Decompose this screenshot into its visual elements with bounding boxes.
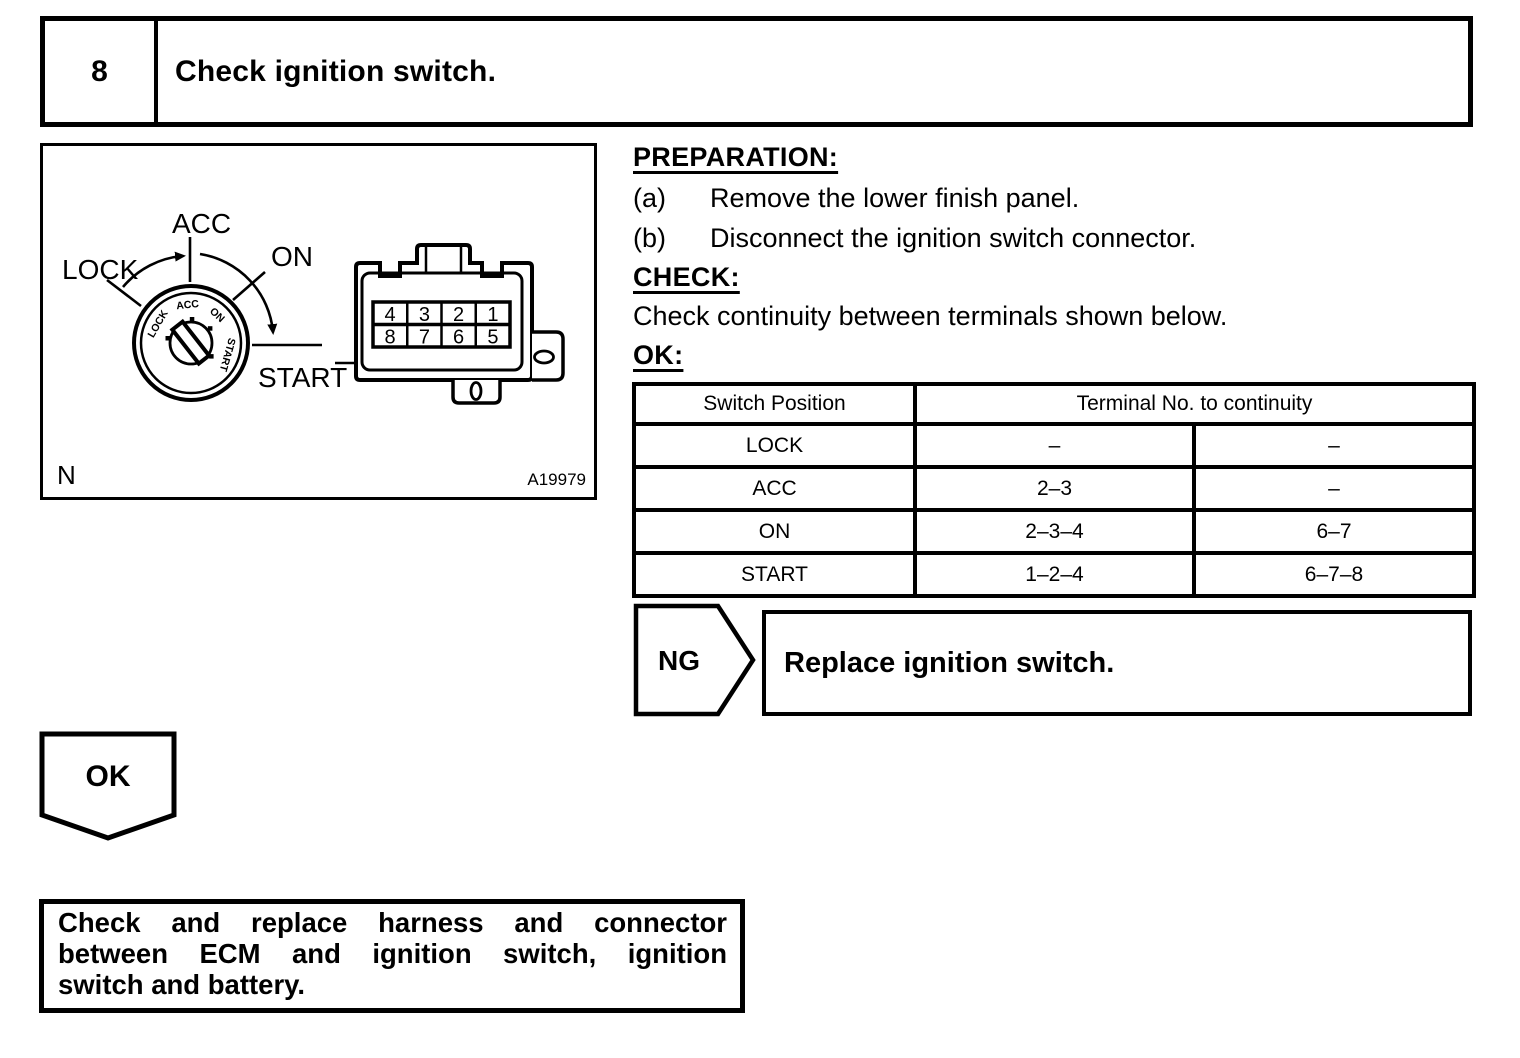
cell-terminals-a: 2–3–4 [913,508,1196,555]
keyhole-slot [169,318,212,367]
ng-arrow: NG [633,603,756,717]
callout-acc: ACC [172,208,231,239]
ng-action-box: Replace ignition switch. [762,610,1472,716]
ignition-switch-diagram: LOCK ACC ON START LOCK ACC [62,208,565,405]
cell-position: ON [632,508,917,555]
cell-terminals-b: 6–7–8 [1192,551,1476,598]
ok-action-line: Check and replace harness and connector [58,907,727,938]
ok-action-line: between ECM and ignition switch, ignitio… [58,938,727,969]
ng-label: NG [658,645,700,676]
substep-a-text: Remove the lower finish panel. [710,183,1080,213]
dial-label-lock: LOCK [145,308,170,340]
step-number: 8 [45,21,158,122]
cell-position: START [632,551,917,598]
col-switch-position: Switch Position [632,382,917,426]
preparation-heading: PREPARATION: [633,142,839,172]
continuity-table: Switch Position Terminal No. to continui… [632,382,1476,598]
ok-heading: OK: [633,340,684,370]
col-terminal-continuity: Terminal No. to continuity [913,382,1476,426]
connector-pin-grid: 4 3 2 1 8 7 6 5 [371,300,512,349]
substep-a: (a) Remove the lower finish panel. [633,183,1079,214]
ignition-switch-figure: LOCK ACC ON START LOCK ACC [40,143,597,500]
table-header-row: Switch Position Terminal No. to continui… [632,382,1476,426]
substep-a-label: (a) [633,183,666,213]
ok-label: OK [86,760,131,793]
cell-terminals-b: 6–7 [1192,508,1476,555]
dial-label-acc: ACC [176,298,200,312]
check-text: Check continuity between terminals shown… [633,301,1228,331]
cell-position: LOCK [632,422,917,469]
cell-terminals-a: 1–2–4 [913,551,1196,598]
pin-6: 6 [453,327,464,349]
pin-3: 3 [419,304,430,326]
figure-note: N [57,460,76,490]
callout-lock: LOCK [62,254,139,285]
cell-terminals-a: – [913,422,1196,469]
ok-action-box: Check and replace harness and connector … [39,899,745,1013]
dial-label-on: ON [207,305,227,325]
check-heading: CHECK: [633,262,740,292]
table-row: ACC 2–3 – [632,465,1476,512]
table-row: ON 2–3–4 6–7 [632,508,1476,555]
substep-b-text: Disconnect the ignition switch connector… [710,223,1197,253]
ok-action-line: switch and battery. [58,969,306,1000]
callout-on: ON [271,241,313,272]
cell-terminals-b: – [1192,465,1476,512]
table-row: START 1–2–4 6–7–8 [632,551,1476,598]
pin-7: 7 [419,327,430,349]
cell-terminals-b: – [1192,422,1476,469]
substep-b-label: (b) [633,223,666,253]
pin-4: 4 [384,304,395,326]
cell-terminals-a: 2–3 [913,465,1196,512]
figure-id: A19979 [527,470,586,489]
pin-5: 5 [487,327,498,349]
ok-down-arrow: OK [39,731,177,841]
pin-8: 8 [384,327,395,349]
connector-drawing: 4 3 2 1 8 7 6 5 [335,243,565,405]
key-cylinder-drawing: LOCK ACC ON START [106,237,322,402]
pin-1: 1 [487,304,498,326]
callout-start: START [258,362,347,393]
substep-b: (b) Disconnect the ignition switch connec… [633,223,1196,254]
table-row: LOCK – – [632,422,1476,469]
cell-position: ACC [632,465,917,512]
step-title: Check ignition switch. [175,54,497,88]
pin-2: 2 [453,304,464,326]
step-header: 8 Check ignition switch. [40,16,1473,127]
